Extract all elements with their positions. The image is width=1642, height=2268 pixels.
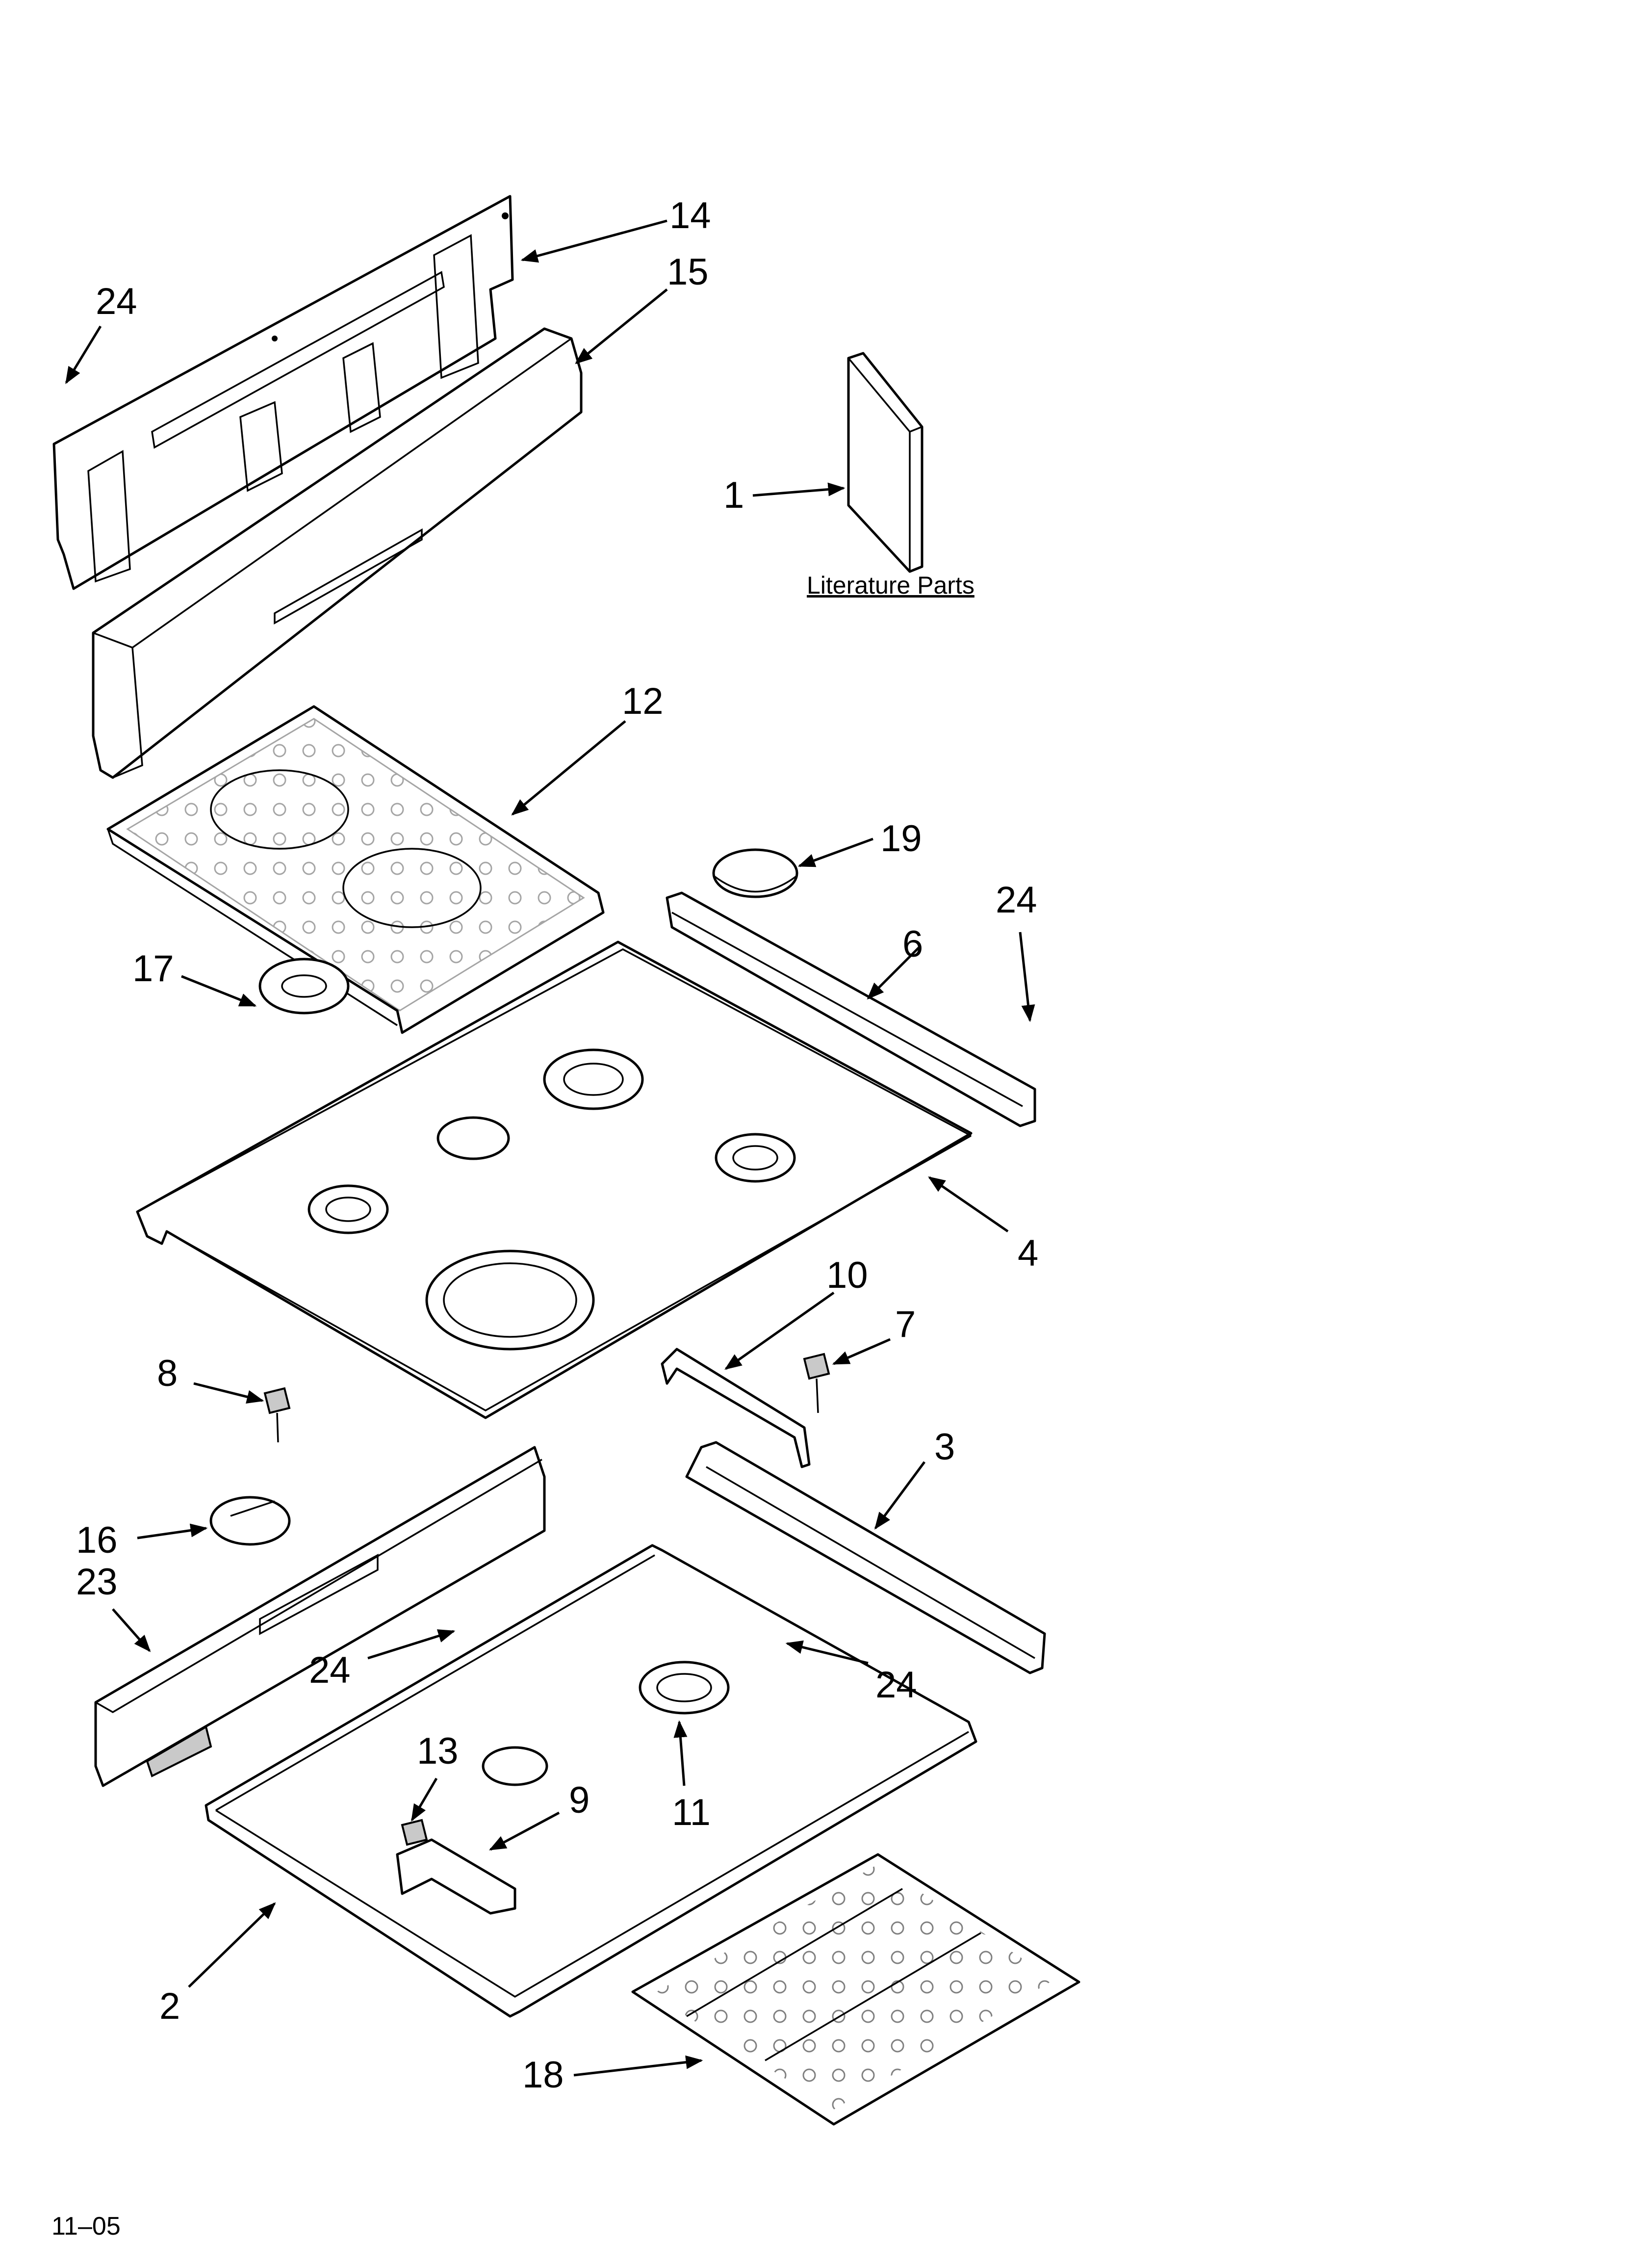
manifold-panel-part-23 xyxy=(94,1446,546,1787)
callout-14: 14 xyxy=(669,195,711,236)
bracket-part-10 xyxy=(661,1348,811,1468)
callout-23: 23 xyxy=(76,1561,118,1603)
callout-labels: 14 15 24 1 Literature Parts 12 19 17 6 2… xyxy=(51,195,1038,2241)
cooktop-part-4 xyxy=(136,940,973,1419)
rear-support-part-3 xyxy=(685,1441,1046,1674)
screw-part-7 xyxy=(803,1353,830,1413)
callout-11: 11 xyxy=(672,1792,711,1833)
rear-trim-part-6 xyxy=(666,891,1036,1127)
control-panel-part-15 xyxy=(92,327,583,779)
callout-18: 18 xyxy=(522,2054,564,2096)
callout-9: 9 xyxy=(569,1779,590,1821)
callout-16: 16 xyxy=(76,1519,118,1561)
heat-shield-part-18 xyxy=(631,1853,1080,2126)
callout-12: 12 xyxy=(622,680,664,722)
literature-part-1 xyxy=(847,352,924,573)
footer-code: 11–05 xyxy=(51,2212,121,2241)
leader-lines xyxy=(65,219,1035,2077)
burner-grate-part-12 xyxy=(106,705,605,1034)
callout-6: 6 xyxy=(902,923,923,965)
burner-head-part-17 xyxy=(258,958,350,1015)
callout-17: 17 xyxy=(132,948,174,990)
burner-box-part-2 xyxy=(205,1544,977,2018)
callout-15: 15 xyxy=(667,251,709,293)
callout-2: 2 xyxy=(159,1985,180,2027)
callout-4: 4 xyxy=(1018,1232,1038,1274)
callout-7: 7 xyxy=(895,1303,916,1345)
callout-24-center-right: 24 xyxy=(875,1664,917,1706)
callout-24-left: 24 xyxy=(309,1649,351,1691)
callout-10: 10 xyxy=(826,1254,868,1296)
callout-24-right: 24 xyxy=(996,879,1037,921)
burner-cap-part-19 xyxy=(712,848,798,898)
callout-19: 19 xyxy=(880,818,922,860)
screw-part-8 xyxy=(263,1387,291,1443)
callout-8: 8 xyxy=(157,1353,178,1394)
callout-1: 1 xyxy=(723,474,744,516)
callout-24-top-left: 24 xyxy=(96,281,137,322)
literature-parts-label: Literature Parts xyxy=(807,572,975,599)
callout-13: 13 xyxy=(417,1730,459,1772)
screw-part-13 xyxy=(401,1819,428,1846)
callout-3: 3 xyxy=(934,1426,955,1468)
bracket-part-9 xyxy=(396,1838,516,1915)
ignition-switch-part-16 xyxy=(209,1496,291,1546)
rear-panel-part-14 xyxy=(52,195,514,590)
